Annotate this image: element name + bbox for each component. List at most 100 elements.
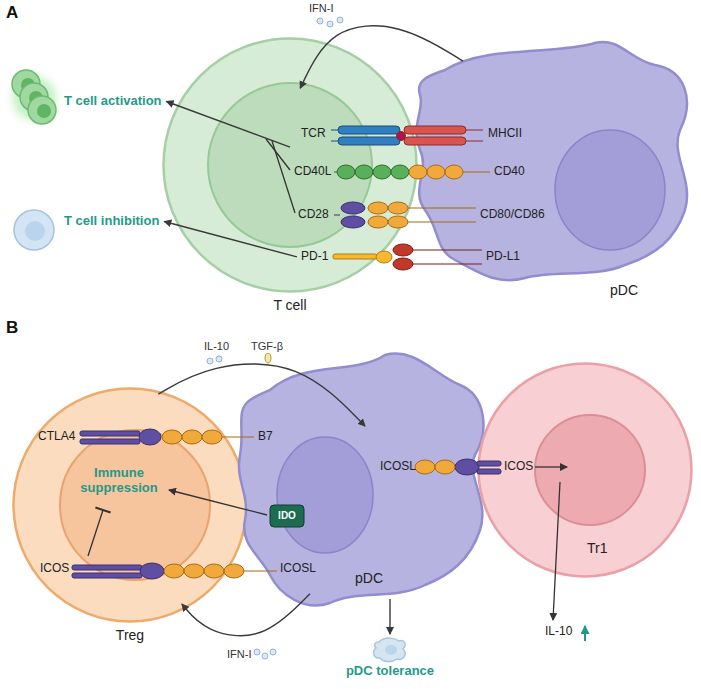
- signal-arrow: [266, 139, 295, 213]
- connector-arrow: [167, 101, 290, 147]
- icos-receptor: [140, 563, 164, 579]
- pdl1-molecule: [413, 250, 482, 251]
- ifn-molecules: [270, 649, 276, 655]
- pdc-nucleus: [555, 130, 665, 250]
- cd40l-molecule: [337, 165, 355, 179]
- cd40-molecule: [409, 165, 490, 179]
- cd28-molecule: [334, 215, 340, 216]
- node-label: Treg: [12, 627, 248, 643]
- suppression-arrow: [169, 490, 267, 515]
- tolerance-outcome: pDC tolerance: [335, 636, 445, 684]
- connector-arrow: [164, 221, 297, 256]
- receptor-name: CTLA4: [38, 430, 75, 444]
- signal-arrow: [553, 482, 560, 620]
- receptor-name: ICOS: [504, 460, 533, 474]
- effect-label: Immune suppression: [75, 466, 163, 496]
- tcr-receptor: [331, 141, 338, 142]
- ctla4-receptor: [80, 429, 161, 445]
- mhcii-molecule: [397, 126, 484, 145]
- cd80-cd86-molecule: [368, 202, 476, 228]
- cd80-cd86-molecule: [408, 208, 476, 209]
- ctla4-receptor: [139, 429, 161, 445]
- cd40-molecule: [427, 165, 445, 179]
- node-label: pDC: [355, 570, 383, 586]
- suppression-arrow: [95, 508, 110, 513]
- cytokine-molecules: [216, 356, 222, 362]
- icos-receptor: [72, 565, 142, 570]
- icos-receptor: [72, 459, 501, 579]
- ido-enzyme: [270, 505, 304, 527]
- pdl1-molecule: [393, 244, 482, 270]
- ido-enzyme: [270, 505, 304, 527]
- ligand-name: ICOSL: [380, 460, 416, 474]
- cd40-molecule: [409, 165, 427, 179]
- ifn-molecules: [317, 18, 323, 24]
- cytokine-name: IL-10: [203, 340, 230, 353]
- cell-nucleus: [535, 415, 645, 525]
- cell-membrane: [164, 39, 417, 292]
- panel-letter: B: [6, 318, 18, 338]
- connector-arrow: [389, 599, 390, 634]
- cd28-molecule: [341, 202, 365, 214]
- pdl1-molecule: [413, 264, 482, 265]
- cytokine-molecules: [207, 353, 271, 364]
- inhibited-cell-icon: [14, 210, 54, 250]
- node-label: pDC tolerance: [335, 664, 445, 679]
- pdc-cell: pDC: [235, 350, 485, 612]
- cell-nucleus: [208, 83, 372, 247]
- ctla4-receptor: [80, 439, 140, 444]
- pdc-nucleus: [277, 437, 373, 553]
- cd80-cd86-molecule: [368, 216, 388, 228]
- icosl-molecule: [164, 564, 184, 578]
- ligand-name: CD40: [494, 165, 525, 179]
- cd28-molecule: [334, 202, 365, 228]
- ifn-molecules: [254, 649, 260, 655]
- cd40-molecule: [463, 172, 490, 173]
- mhcii-molecule: [466, 141, 483, 142]
- ligand-name: CD80/CD86: [480, 208, 545, 222]
- signal-arrow: [535, 466, 567, 467]
- icosl-molecule: [244, 571, 277, 572]
- mhcii-molecule: [404, 126, 466, 134]
- icosl-molecule: [204, 564, 224, 578]
- icos-receptor: [72, 573, 142, 578]
- panel-letter: A: [6, 3, 18, 23]
- icos-receptor: [455, 459, 479, 475]
- ifn-molecules: [262, 653, 268, 659]
- activated-cell-icon: [37, 104, 51, 118]
- ifn-molecules: [254, 17, 343, 659]
- treg-cell: Treg: [12, 387, 248, 623]
- ifn-molecules: [327, 21, 333, 27]
- cytokine-molecules: [265, 353, 271, 363]
- increase-arrow: [584, 626, 586, 641]
- cd80-cd86-molecule: [388, 202, 408, 214]
- receptor-name: PD-1: [301, 250, 328, 264]
- receptor-name: TCR: [301, 127, 326, 141]
- icos-receptor: [477, 469, 501, 474]
- receptor-name: CD40L: [294, 165, 331, 179]
- tcr-receptor: [331, 126, 400, 145]
- cd40l-molecule: [373, 165, 391, 179]
- cd40l-molecule: [334, 165, 409, 179]
- ligand-name: PD-L1: [486, 250, 520, 264]
- node-label: T cell: [162, 297, 418, 313]
- b7-molecule: [202, 430, 222, 444]
- activation-glow: [2, 66, 66, 130]
- b7-molecule: [222, 437, 254, 438]
- suppression-arrow: [88, 490, 267, 556]
- activated-cell-icon: [28, 96, 56, 124]
- icosl-molecule: [415, 460, 435, 474]
- cd40-molecule: [445, 165, 463, 179]
- cell-membrane: [14, 389, 247, 622]
- edge-label: IFN-I: [226, 648, 252, 661]
- icosl-molecule: [184, 564, 204, 578]
- cytokine-name: TGF-β: [250, 340, 284, 353]
- receptor-name: CD28: [298, 208, 329, 222]
- ifn-molecules: [337, 17, 343, 23]
- icosl-molecule: [435, 460, 455, 474]
- connector-arrow: [182, 594, 310, 636]
- suppression-arrow: [88, 510, 103, 556]
- cytokine-molecules: [207, 358, 213, 364]
- node-label: Tr1: [587, 540, 607, 556]
- ligand-name: ICOSL: [280, 562, 316, 576]
